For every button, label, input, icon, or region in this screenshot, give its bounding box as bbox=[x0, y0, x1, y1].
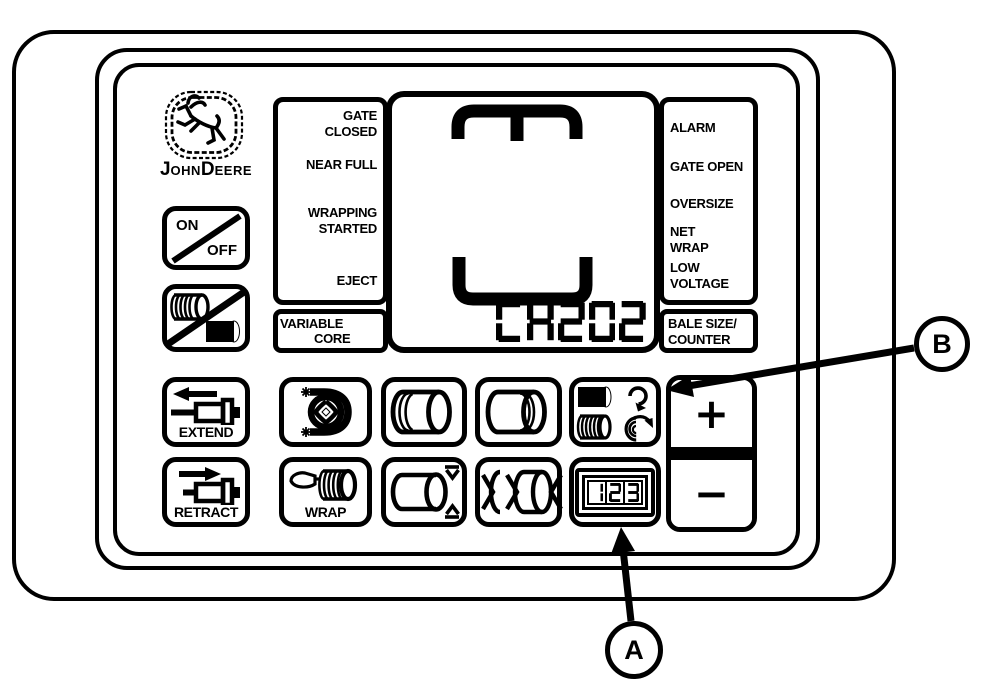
bale-lines-right-button[interactable] bbox=[475, 377, 562, 447]
status-gate-closed: GATE CLOSED bbox=[324, 108, 378, 139]
bale-lines-left-icon bbox=[390, 389, 452, 435]
twine-net-off-button[interactable] bbox=[162, 284, 250, 352]
twine-spool-icon bbox=[289, 468, 358, 502]
callout-b: B bbox=[914, 316, 970, 372]
off-label: OFF bbox=[207, 242, 237, 259]
plus-minus-divider bbox=[671, 447, 752, 460]
bale-compress-icon bbox=[481, 469, 563, 515]
wrap-button[interactable]: WRAP bbox=[279, 457, 372, 527]
status-gate-open: GATE OPEN bbox=[670, 159, 743, 174]
twine-roll-icon bbox=[170, 293, 210, 321]
status-oversize: OVERSIZE bbox=[670, 196, 734, 211]
bale-density-button[interactable] bbox=[475, 457, 563, 527]
bale-shape-indicator bbox=[451, 104, 593, 306]
brand-eere: EERE bbox=[214, 163, 253, 178]
retract-button[interactable]: RETRACT bbox=[162, 457, 250, 527]
status-wrapping-started: WRAPPING STARTED bbox=[307, 205, 377, 236]
extend-label: EXTEND bbox=[178, 424, 234, 440]
retract-label: RETRACT bbox=[173, 504, 239, 520]
cylinder-icon bbox=[183, 477, 240, 505]
bale-shape-bottom-icon bbox=[452, 257, 593, 306]
core-label: CORE bbox=[314, 331, 351, 346]
wrap-label: WRAP bbox=[304, 504, 347, 520]
net-twine-rotation-icon bbox=[576, 386, 653, 442]
left-arrow-icon bbox=[173, 387, 217, 401]
minus-button[interactable]: − bbox=[671, 460, 752, 527]
bale-lines-right-icon bbox=[485, 389, 547, 435]
cylinder-icon bbox=[171, 397, 240, 425]
spiral-arrow-icon bbox=[624, 415, 653, 442]
status-alarm: ALARM bbox=[670, 120, 716, 135]
callout-a: A bbox=[605, 621, 663, 679]
plus-minus-assembly: + − bbox=[666, 375, 757, 532]
brand-ohn: OHN bbox=[170, 163, 201, 178]
bale-counter-button[interactable] bbox=[569, 457, 661, 527]
twine-net-slash-icon bbox=[166, 289, 246, 347]
extend-button[interactable]: EXTEND bbox=[162, 377, 250, 447]
variable-label: VARIABLE bbox=[280, 316, 344, 331]
rotate-arrow-icon bbox=[628, 386, 648, 412]
cylinder-retract-icon bbox=[179, 467, 240, 505]
leaping-deer-icon bbox=[164, 90, 244, 160]
twine-roll-icon bbox=[576, 414, 612, 440]
bale-shape-top-icon bbox=[451, 104, 583, 141]
status-eject: EJECT bbox=[336, 273, 378, 288]
seven-segment-readout bbox=[496, 301, 646, 342]
bale-lines-left-button[interactable] bbox=[381, 377, 467, 447]
power-button[interactable]: ON OFF bbox=[162, 206, 250, 270]
belt-core-button[interactable] bbox=[279, 377, 372, 447]
brand-d: D bbox=[200, 159, 215, 180]
bale-size-button[interactable] bbox=[381, 457, 467, 527]
slash-icon bbox=[166, 289, 246, 347]
belt-idler-icon bbox=[301, 387, 352, 437]
callout-b-label: B bbox=[932, 328, 952, 359]
variable-core-panel: VARIABLE CORE bbox=[273, 309, 388, 353]
monitor-bezel-outer bbox=[12, 30, 896, 601]
counter-digits-icon bbox=[574, 467, 656, 517]
status-panel-left: GATE CLOSED NEAR FULL WRAPPING STARTED E… bbox=[273, 97, 388, 305]
counter-digit-window bbox=[581, 474, 649, 510]
slash-icon bbox=[171, 213, 242, 264]
net-roll-icon bbox=[578, 386, 612, 408]
callout-a-label: A bbox=[624, 634, 644, 665]
status-net-wrap: NET WRAP bbox=[670, 224, 709, 255]
bale-size-arrows-icon bbox=[390, 465, 460, 519]
counter-digit-3 bbox=[622, 479, 644, 505]
status-panel-right: ALARM GATE OPEN OVERSIZE NET WRAP LOW VO… bbox=[659, 97, 758, 305]
brand-j: J bbox=[159, 159, 171, 180]
net-twine-select-button[interactable] bbox=[569, 377, 661, 447]
status-low-voltage: LOW VOLTAGE bbox=[670, 260, 729, 291]
plus-button[interactable]: + bbox=[671, 380, 752, 447]
bale-size-counter-label: BALE SIZE/ COUNTER bbox=[668, 316, 737, 347]
net-roll-icon bbox=[206, 320, 240, 343]
lcd-display bbox=[386, 91, 660, 353]
status-near-full: NEAR FULL bbox=[306, 157, 377, 172]
bale-size-counter-panel: BALE SIZE/ COUNTER bbox=[659, 309, 758, 353]
on-label: ON bbox=[176, 217, 199, 234]
cylinder-extend-icon bbox=[171, 387, 240, 425]
monitor-bezel-middle bbox=[95, 48, 820, 570]
monitor-bezel-inner bbox=[113, 63, 800, 556]
right-arrow-icon bbox=[179, 467, 221, 481]
brand-wordmark: JOHNDEERE bbox=[140, 159, 272, 181]
